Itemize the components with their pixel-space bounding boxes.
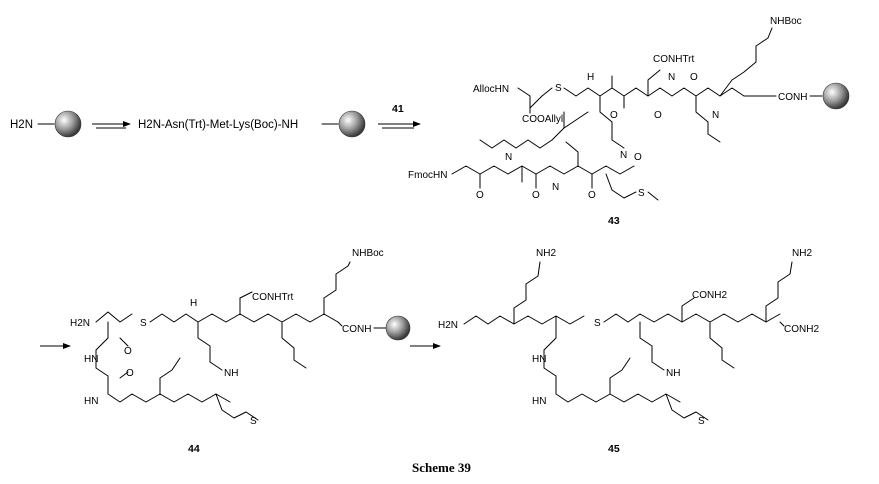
nhboc-label-43: NHBoc	[770, 16, 802, 27]
arrow-step1	[92, 121, 131, 129]
start-amine-label: H2N	[10, 119, 33, 131]
hn-label-44b: HN	[84, 396, 98, 407]
reagent-41-label: 41	[392, 103, 404, 115]
resin-bead-start	[54, 110, 82, 138]
h2n-label-45: H2N	[438, 320, 458, 331]
o-label-43a: O	[610, 110, 618, 121]
alloc-label: AllocHN	[473, 84, 509, 95]
nh-label-45: NH	[666, 368, 680, 379]
h-label-44: H	[190, 298, 197, 309]
sulfur-label-43b: S	[638, 188, 645, 199]
starting-resin: H2N	[10, 110, 82, 138]
conh-label-43: CONH	[778, 92, 807, 103]
conh2-label-45b: CONH2	[784, 324, 819, 335]
resin-bead-44	[385, 315, 411, 341]
sulfur-label-43: S	[555, 83, 562, 94]
hn-label-45a: HN	[532, 354, 546, 365]
o-label-43c: O	[690, 72, 698, 83]
compound-44-structure: H2N S H CONHTrt NHBoc CONH HN HN O O NH …	[70, 248, 411, 455]
n-label-43a: N	[668, 72, 675, 83]
nh2-label-45b: NH2	[792, 248, 812, 259]
n-label-43b: N	[712, 110, 719, 121]
o-label-44a: O	[124, 346, 132, 357]
n-label-43d: N	[505, 152, 512, 163]
resin-bead-43	[822, 82, 850, 110]
conh2-label-45a: CONH2	[692, 290, 727, 301]
o-label-43b: O	[654, 110, 662, 121]
compound-43-number: 43	[608, 215, 620, 227]
o-label-44b: O	[126, 368, 134, 379]
cooallyl-label: COOAllyl	[522, 114, 563, 125]
hn-label-44a: HN	[84, 354, 98, 365]
conhtrt-label-44: CONHTrt	[252, 292, 294, 303]
sulfur-label-44: S	[140, 318, 147, 329]
arrow-step2: 41	[378, 103, 421, 129]
hn-label-45b: HN	[532, 396, 546, 407]
h2n-label-44: H2N	[70, 318, 90, 329]
n-label-43c: N	[620, 150, 627, 161]
sulfur-label-45: S	[594, 318, 601, 329]
o-label-43d: O	[476, 190, 484, 201]
o-label-43f: O	[588, 190, 596, 201]
o-label-43g: O	[634, 152, 642, 163]
scheme-caption: Scheme 39	[412, 460, 471, 475]
nhboc-label-44: NHBoc	[352, 248, 384, 259]
sulfur-label-45b: S	[698, 416, 705, 427]
conhtrt-label-43: CONHTrt	[653, 54, 695, 65]
compound-45-number: 45	[608, 443, 620, 455]
compound-44-number: 44	[188, 443, 200, 455]
conh-label-44: CONH	[342, 324, 371, 335]
n-label-43e: N	[552, 182, 559, 193]
nh-label-44: NH	[224, 368, 238, 379]
compound-43-structure: AllocHN COOAllyl S H O CONHTrt N O O NHB…	[408, 16, 850, 227]
h-label-43: H	[587, 72, 594, 83]
tripeptide-resin: H2N-Asn(Trt)-Met-Lys(Boc)-NH	[138, 110, 366, 138]
nh2-label-45a: NH2	[536, 248, 556, 259]
o-label-43e: O	[532, 190, 540, 201]
compound-45-structure: H2N NH2 S CONH2 NH2 CONH2 HN HN NH S 45	[438, 248, 819, 455]
resin-bead-tripeptide	[338, 110, 366, 138]
tripeptide-label: H2N-Asn(Trt)-Met-Lys(Boc)-NH	[138, 119, 298, 131]
fmochn-label: FmocHN	[408, 170, 447, 181]
sulfur-label-44b: S	[250, 416, 257, 427]
